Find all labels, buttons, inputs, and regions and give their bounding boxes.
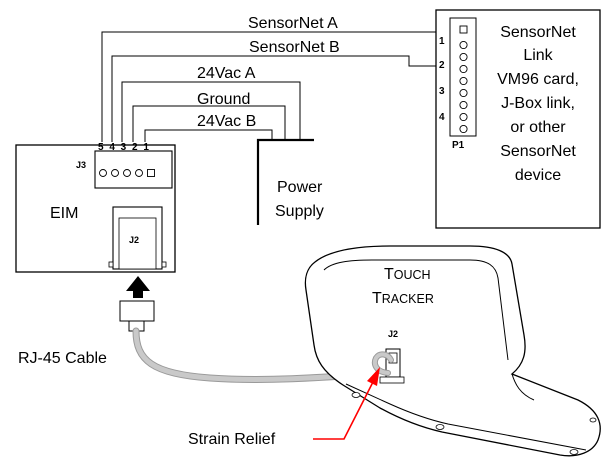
wire-label-sensornet-b: SensorNet B	[249, 39, 340, 56]
power-supply: Power Supply	[256, 138, 324, 225]
power-supply-outline	[256, 138, 314, 225]
touch-tracker-label-line-2: TRACKER	[372, 290, 434, 307]
power-supply-line-2: Supply	[275, 203, 324, 220]
touch-tracker-base-edge	[345, 383, 587, 451]
p1-pin-circle	[459, 100, 468, 110]
j3-pin-numbers: 5 4 3 2 1	[98, 142, 150, 153]
p1-pin-circle	[459, 52, 468, 62]
wire-label-ground: Ground	[197, 91, 250, 108]
p1-pin-circle	[459, 76, 468, 86]
device-text-line-2: Link	[523, 47, 553, 64]
rj45-cable-label: RJ-45 Cable	[18, 350, 107, 367]
foot-icon	[435, 424, 445, 430]
p1-pin-circle	[459, 88, 468, 98]
touch-tracker-rest-2: RACKER	[382, 292, 434, 306]
foot-icon	[351, 392, 361, 398]
insert-arrow-icon	[126, 276, 150, 298]
p1-pin-square	[459, 25, 468, 34]
strain-relief-callout: Strain Relief	[188, 367, 380, 448]
wire-24vac-b	[144, 129, 273, 142]
eim-label: EIM	[50, 205, 78, 222]
j3-pin-circle	[123, 169, 131, 177]
wire-label-sensornet-a: SensorNet A	[248, 15, 338, 32]
cable-loop	[372, 352, 393, 375]
touch-tracker-label-line-1: TOUCH	[384, 266, 431, 283]
j3-label: J3	[76, 160, 86, 170]
touch-tracker-cap-1: T	[384, 266, 394, 283]
touch-tracker-body	[304, 245, 601, 457]
p1-label: P1	[452, 140, 465, 151]
p1-pin-circle	[459, 64, 468, 74]
device-text-line-5: or other	[510, 119, 566, 136]
j2-latch	[161, 261, 167, 268]
rj45-plug	[119, 300, 155, 322]
foot-icon	[589, 417, 597, 423]
wire-ground	[132, 105, 286, 142]
strain-relief-label: Strain Relief	[188, 431, 276, 448]
touch-tracker-rest-1: OUCH	[394, 268, 431, 282]
j3-pin-square	[147, 169, 155, 177]
j3-connector	[94, 150, 173, 189]
eim-j2-label: J2	[129, 235, 139, 245]
j3-pin-circle	[99, 169, 107, 177]
j2-latch	[108, 261, 114, 268]
j2-port-inner	[118, 217, 157, 270]
wire-sensornet-b	[111, 55, 436, 142]
device-text-line-4: J-Box link,	[501, 95, 575, 112]
device-text-line-3: VM96 card,	[497, 71, 579, 88]
j3-pin-circle	[135, 169, 143, 177]
foot-icon	[569, 449, 579, 455]
p1-pin-2: 2	[439, 60, 445, 71]
device-text-line-6: SensorNet	[500, 143, 576, 160]
touch-tracker-inner-wall	[323, 259, 509, 361]
strain-relief-arrowhead-icon	[367, 367, 380, 386]
eim-module: 5 4 3 2 1 J3 EIM J2	[15, 142, 176, 273]
p1-pin-circle	[459, 124, 468, 134]
p1-pin-3: 3	[439, 86, 445, 97]
j3-pin-circle	[111, 169, 119, 177]
sensornet-device: 1 2 3 4 P1 SensorNet Link VM96 card, J-B…	[435, 9, 601, 229]
p1-pin-circle	[459, 40, 468, 50]
wire-label-24vac-b: 24Vac B	[197, 113, 256, 130]
p1-pin-4: 4	[439, 112, 445, 123]
touch-tracker-corner	[511, 373, 535, 401]
strain-relief-leader	[313, 379, 375, 440]
wire-24vac-a	[121, 81, 301, 142]
rj45-plug-assembly	[119, 276, 155, 332]
power-supply-line-1: Power	[277, 179, 323, 196]
p1-pin-1: 1	[439, 36, 445, 47]
tracker-strain-relief-slot	[379, 376, 405, 384]
touch-tracker-cap-2: T	[372, 290, 382, 307]
p1-pin-circle	[459, 112, 468, 122]
wire-label-24vac-a: 24Vac A	[197, 65, 256, 82]
touch-tracker: TOUCH TRACKER J2	[304, 245, 601, 457]
device-text-line-7: device	[515, 167, 561, 184]
tracker-j2-label: J2	[388, 329, 398, 339]
device-text-line-1: SensorNet	[500, 24, 576, 41]
